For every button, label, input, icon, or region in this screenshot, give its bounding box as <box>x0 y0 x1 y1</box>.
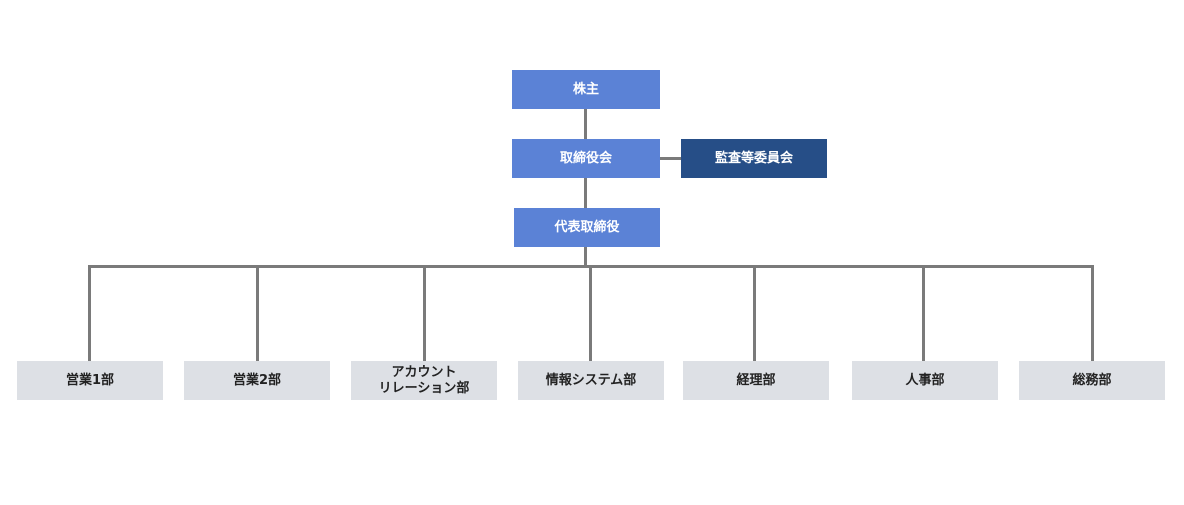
department-label-2: 営業2部 <box>232 372 282 388</box>
department-box-7: 総務部 <box>1019 361 1165 400</box>
connector-dept-5 <box>753 265 756 361</box>
ceo-box: 代表取締役 <box>514 208 660 247</box>
department-label-5: 経理部 <box>736 372 776 388</box>
connector-dept-4 <box>589 265 592 361</box>
department-box-5: 経理部 <box>683 361 829 400</box>
shareholders-box: 株主 <box>512 70 660 109</box>
connector-dept-7 <box>1091 265 1094 361</box>
connector-dept-2 <box>256 265 259 361</box>
department-box-6: 人事部 <box>852 361 998 400</box>
department-label-7: 総務部 <box>1072 372 1112 388</box>
ceo-label: 代表取締役 <box>554 219 620 235</box>
department-label-6: 人事部 <box>905 372 945 388</box>
department-box-3: アカウント リレーション部 <box>351 361 497 400</box>
connector-ceo-bus <box>584 247 587 267</box>
shareholders-label: 株主 <box>572 81 599 97</box>
department-label-1: 営業1部 <box>65 372 115 388</box>
connector-dept-3 <box>423 265 426 361</box>
audit-committee-box: 監査等委員会 <box>681 139 827 178</box>
connector-board-ceo <box>584 178 587 208</box>
department-box-1: 営業1部 <box>17 361 163 400</box>
connector-shareholders-board <box>584 109 587 139</box>
department-label-4: 情報システム部 <box>545 372 637 388</box>
department-box-4: 情報システム部 <box>518 361 664 400</box>
board-box: 取締役会 <box>512 139 660 178</box>
connector-board-audit <box>660 157 681 160</box>
department-label-3: アカウント リレーション部 <box>378 364 470 396</box>
audit-committee-label: 監査等委員会 <box>714 150 793 166</box>
connector-dept-6 <box>922 265 925 361</box>
connector-dept-1 <box>88 265 91 361</box>
board-label: 取締役会 <box>559 150 612 166</box>
department-box-2: 営業2部 <box>184 361 330 400</box>
